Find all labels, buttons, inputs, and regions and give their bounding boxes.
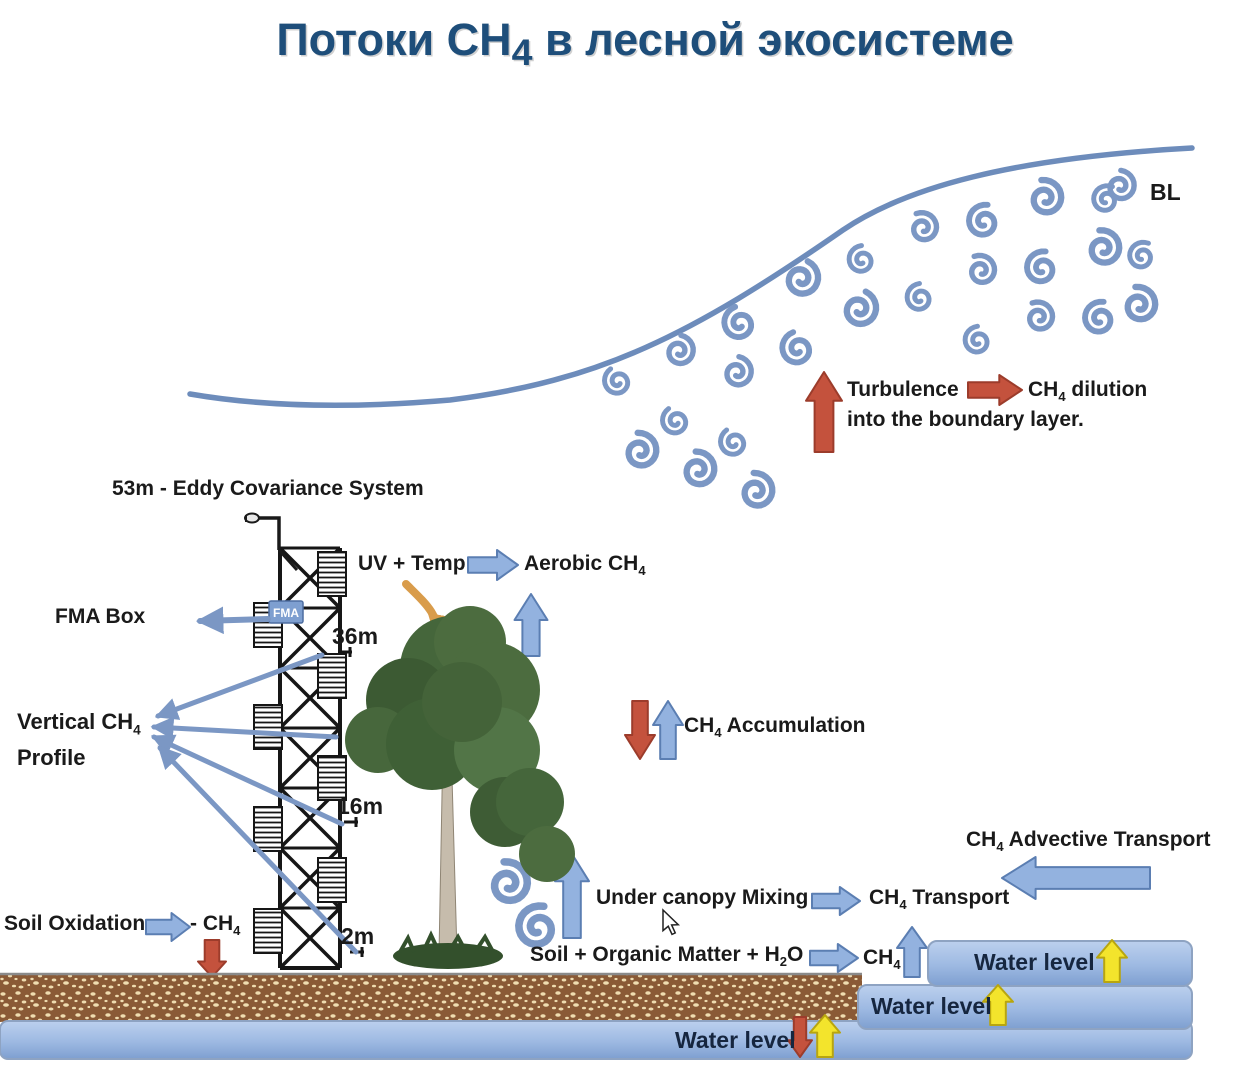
eddy-swirl-icon <box>969 252 998 286</box>
eddy-swirl-icon <box>966 201 998 238</box>
soil-oxidation-down-arrow <box>197 939 227 978</box>
fma-box-on-tower: FMA <box>268 600 304 624</box>
water-level-arrows <box>787 939 1128 1058</box>
soil-layer <box>0 974 862 1022</box>
flux-arrows <box>145 371 1151 978</box>
eddy-swirl-icon <box>660 406 689 436</box>
turbulence-eddies <box>490 167 1159 948</box>
page-title: Потоки CH4 в лесной экосистеме <box>276 14 1014 73</box>
eddy-swirl-icon <box>741 469 776 509</box>
height-16m-label: 16m <box>337 793 384 819</box>
vertical-profile-label: Vertical CH4 Profile <box>17 709 141 770</box>
eddy-swirl-icon <box>721 303 755 341</box>
eddy-swirl-icon <box>724 353 754 388</box>
advective-left-arrow <box>1001 856 1151 900</box>
water-level-2-up-arrow <box>982 984 1014 1026</box>
eddy-swirl-icon <box>1091 183 1117 213</box>
tree <box>345 606 575 969</box>
eddy-swirl-icon <box>683 448 718 488</box>
height-2m-label: 2m <box>341 923 375 949</box>
soil-oxidation-arrow <box>145 912 191 942</box>
height-36m-label: 36m <box>332 623 379 649</box>
eddy-swirl-icon <box>779 329 813 366</box>
eddy-swirl-icon <box>843 288 880 328</box>
eddy-swirl-icon <box>602 366 631 396</box>
under-canopy-mixing-label: Under canopy Mixing <box>596 886 809 909</box>
boundary-layer-line2-label: into the boundary layer. <box>847 408 1084 431</box>
eddy-swirl-icon <box>962 323 990 355</box>
minus-ch4-label: - CH4 <box>190 912 241 939</box>
water-level-1-up-arrow <box>1096 939 1128 983</box>
water-level-3-down-arrow <box>787 1016 813 1058</box>
boundary-layer-curve <box>187 145 1195 409</box>
eddy-swirl-icon <box>1024 248 1056 285</box>
fma-box-label: FMA Box <box>55 605 146 628</box>
boundary-layer-label: BL <box>1150 179 1181 205</box>
sonic-anemometer-icon <box>244 512 299 572</box>
eddy-swirl-icon <box>846 243 874 274</box>
eddy-swirl-icon <box>904 281 932 312</box>
soil-oxidation-label: Soil Oxidation <box>4 912 146 935</box>
vertical-profile-arrows <box>150 652 359 955</box>
eddy-swirl-icon <box>666 332 696 367</box>
eddy-swirl-icon <box>490 858 532 905</box>
eddy-swirl-icon <box>718 427 747 457</box>
water-table-bars <box>0 940 1193 1060</box>
eddy-swirl-icon <box>625 429 660 469</box>
eddy-swirl-icon <box>1082 298 1114 335</box>
eddy-swirl-icon <box>911 210 940 243</box>
water-level-3-up-arrow <box>809 1014 841 1058</box>
eddy-swirl-icon <box>1127 239 1153 270</box>
uv-temp-label: UV + Temp <box>358 552 466 575</box>
eddy-covariance-label: 53m - Eddy Covariance System <box>112 477 424 500</box>
turbulence-label: Turbulence <box>847 378 959 401</box>
dilution-arrow <box>967 374 1023 406</box>
ch4-dilution-label: CH4 dilution <box>1028 378 1148 405</box>
under-mixing-arrow <box>811 886 861 916</box>
water-level-top-label: Water level <box>974 949 1095 975</box>
ch4-advective-label: CH4 Advective Transport <box>966 828 1211 855</box>
turbulence-up-arrow <box>805 371 843 453</box>
soil-ch4-label: CH4 <box>863 946 901 973</box>
water-level-bottom-label: Water level <box>675 1027 796 1053</box>
water-level-middle-label: Water level <box>871 993 992 1019</box>
eddy-swirl-icon <box>785 258 822 297</box>
aerobic-up-arrow <box>513 593 549 657</box>
accumulation-up-arrow <box>652 700 684 760</box>
soil-ch4-up-arrow <box>896 926 928 978</box>
eddy-swirl-icon <box>1124 283 1159 323</box>
eddy-swirl-icon <box>1107 167 1137 202</box>
eddy-swirl-icon <box>1030 176 1065 216</box>
aerobic-ch4-label: Aerobic CH4 <box>524 552 646 579</box>
ch4-transport-label: CH4 Transport <box>869 886 1010 913</box>
uv-temp-arrow <box>467 549 519 581</box>
soil-om-arrow <box>809 943 859 973</box>
water-bar-top <box>927 940 1193 987</box>
water-bar-bottom <box>0 1020 1193 1060</box>
ch4-accumulation-label: CH4 Accumulation <box>684 714 866 741</box>
fma-pointer-arrow <box>195 606 271 635</box>
mouse-cursor <box>662 908 681 936</box>
eddy-swirl-icon <box>1027 299 1056 332</box>
accumulation-down-arrow <box>624 700 656 760</box>
eddy-swirl-icon <box>515 902 556 948</box>
eddy-swirl-icon <box>1088 227 1123 266</box>
svg-text:FMA: FMA <box>273 606 299 620</box>
soil-organic-matter-label: Soil + Organic Matter + H2O <box>530 943 804 970</box>
